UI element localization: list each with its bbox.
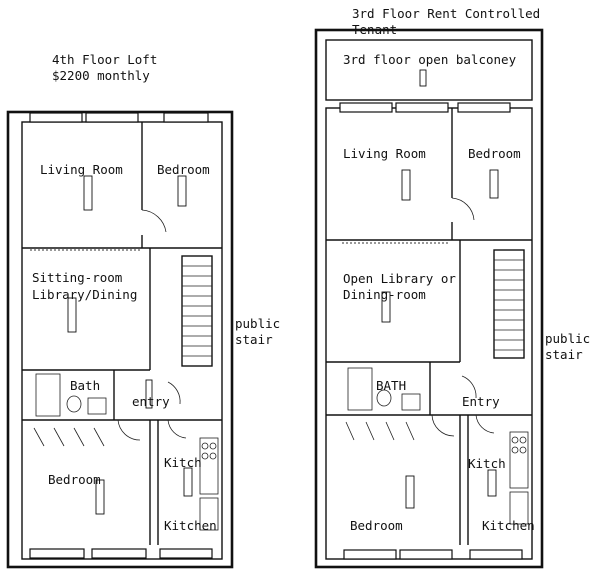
left-front-window-2 — [85, 112, 139, 123]
right-bedroom-rear-label: Bedroom — [350, 518, 403, 533]
left-entry-radiator — [145, 379, 153, 409]
right-entry-label: Entry — [462, 394, 500, 409]
left-floor-plan: 4th Floor Loft $2200 monthly Living Room… — [6, 52, 280, 569]
right-counter — [509, 491, 529, 525]
left-sitting-label-1: Sitting-room — [32, 270, 122, 285]
right-bedroom-front-label: Bedroom — [468, 146, 521, 161]
right-library-label-1: Open Library or — [343, 271, 456, 286]
right-public-stair-label-2: stair — [545, 347, 583, 362]
right-rear-bedroom-radiator — [405, 475, 415, 509]
right-balcony — [325, 39, 533, 101]
left-rear-window-3 — [159, 548, 213, 559]
right-kitch-label: Kitch — [468, 456, 506, 471]
left-kitchen-radiator — [183, 467, 193, 497]
left-public-stair-label-1: public — [235, 316, 280, 331]
left-living-radiator — [83, 175, 93, 211]
right-floor-plan: 3rd Floor Rent Controlled Tenant 3rd flo… — [314, 6, 590, 569]
right-toilet — [376, 389, 392, 407]
right-sink — [401, 393, 421, 411]
right-plan-title: 3rd Floor Rent Controlled — [352, 6, 540, 21]
right-bathtub — [347, 367, 373, 411]
right-library-radiator — [381, 291, 391, 323]
left-living-room-label: Living Room — [40, 162, 123, 177]
left-sitting-label-2: Library/Dining — [32, 287, 137, 302]
right-living-radiator — [401, 169, 411, 201]
right-kitchen-radiator — [487, 469, 497, 497]
right-internal-stair — [493, 249, 525, 359]
right-bedroom-radiator — [489, 169, 499, 199]
left-toilet — [66, 395, 82, 413]
right-inner-wall — [325, 107, 533, 560]
right-kitchen-label: Kitchen — [482, 518, 535, 533]
left-counter — [199, 497, 219, 531]
right-living-room-label: Living Room — [343, 146, 426, 161]
left-kitchen-label: Kitchen — [164, 518, 217, 533]
left-bath-label: Bath — [70, 378, 100, 393]
left-plan-title: 4th Floor Loft — [52, 52, 157, 67]
left-rear-bedroom-radiator — [95, 479, 105, 515]
right-front-window-1 — [339, 102, 393, 113]
right-outer-wall — [314, 28, 544, 569]
right-rear-window-2 — [399, 549, 453, 560]
right-library-label-2: Dining-room — [343, 287, 426, 302]
left-entry-label: entry — [132, 394, 170, 409]
left-stove — [199, 437, 219, 495]
right-rear-window-1 — [343, 549, 397, 560]
left-bathtub — [35, 373, 61, 417]
right-front-window-2 — [395, 102, 449, 113]
left-bedroom-radiator — [177, 175, 187, 207]
left-public-stair-label-2: stair — [235, 332, 273, 347]
left-bedroom-front-label: Bedroom — [157, 162, 210, 177]
left-front-window-1 — [29, 112, 83, 123]
left-front-window-3 — [163, 112, 209, 123]
right-bath-label: BATH — [376, 378, 406, 393]
right-balcony-marker — [419, 69, 427, 87]
left-plan-price: $2200 monthly — [52, 68, 150, 83]
right-front-window-3 — [457, 102, 511, 113]
right-balcony-label: 3rd floor open balconey — [343, 52, 517, 67]
right-rear-window-3 — [469, 549, 523, 560]
left-sitting-radiator — [67, 297, 77, 333]
left-rear-window-2 — [91, 548, 147, 559]
left-internal-stair — [181, 255, 213, 367]
left-kitch-label: Kitch — [164, 455, 202, 470]
left-rear-window-1 — [29, 548, 85, 559]
left-bedroom-rear-label: Bedroom — [48, 472, 101, 487]
right-public-stair-label-1: public — [545, 331, 590, 346]
left-sink — [87, 397, 107, 415]
left-outer-wall — [6, 110, 234, 569]
right-stove — [509, 431, 529, 489]
